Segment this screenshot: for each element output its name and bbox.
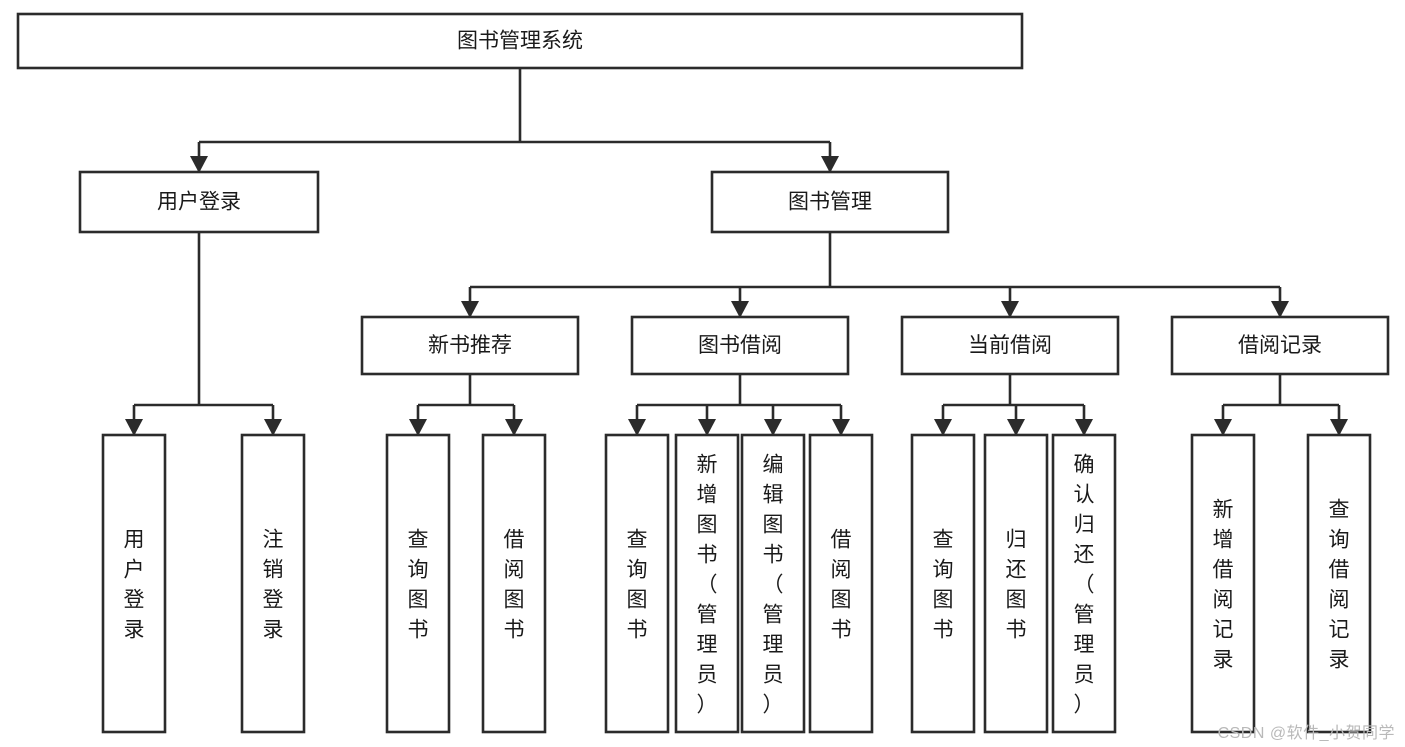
node-leaf-query-record[interactable]: 查询借阅记录 [1306, 433, 1372, 734]
node-user-login-label: 用户登录 [157, 191, 241, 214]
node-user-login[interactable]: 用户登录 [78, 170, 320, 234]
arrow-head-leaf-edit-book [764, 419, 782, 436]
node-leaf-confirm-return[interactable]: 确认归还（管理员） [1051, 433, 1117, 734]
node-leaf-add-record-label: 新增借阅记录 [1213, 499, 1234, 672]
node-layer: 图书管理系统用户登录图书管理新书推荐图书借阅当前借阅借阅记录用户登录注销登录查询… [16, 12, 1390, 734]
node-leaf-confirm-return-label: 确认归还（管理员） [1074, 454, 1095, 717]
arrow-head-leaf-borrow-book-1 [505, 419, 523, 436]
arrow-head-leaf-add-record [1214, 419, 1232, 436]
node-leaf-return-book[interactable]: 归还图书 [983, 433, 1049, 734]
arrow-head-borrow-record [1271, 301, 1289, 318]
node-leaf-user-logout-box [240, 433, 306, 734]
arrow-head-new-book-recommend [461, 301, 479, 318]
arrow-head-leaf-query-book-3 [934, 419, 952, 436]
node-leaf-add-book-label: 新增图书（管理员） [697, 454, 718, 717]
arrow-head-leaf-query-record [1330, 419, 1348, 436]
node-leaf-user-login-box [101, 433, 167, 734]
node-leaf-query-record-label: 查询借阅记录 [1329, 499, 1350, 672]
node-leaf-edit-book-label: 编辑图书（管理员） [763, 454, 784, 717]
node-leaf-borrow-book-1-box [481, 433, 547, 734]
node-borrow-record-label: 借阅记录 [1238, 334, 1322, 357]
arrow-head-leaf-add-book [698, 419, 716, 436]
node-leaf-add-record[interactable]: 新增借阅记录 [1190, 433, 1256, 734]
node-user-login-box [78, 170, 320, 234]
node-book-manage-label: 图书管理 [788, 191, 872, 214]
arrow-head-leaf-borrow-book-2 [832, 419, 850, 436]
arrow-head-current-borrow [1001, 301, 1019, 318]
node-leaf-borrow-book-2-label: 借阅图书 [831, 529, 852, 642]
arrow-head-leaf-user-login [125, 419, 143, 436]
node-new-book-recommend[interactable]: 新书推荐 [360, 315, 580, 376]
node-borrow-record[interactable]: 借阅记录 [1170, 315, 1390, 376]
arrow-head-leaf-user-logout [264, 419, 282, 436]
watermark-label: CSDN @软件_小贺同学 [1217, 725, 1395, 742]
node-current-borrow-box [900, 315, 1120, 376]
node-leaf-edit-book[interactable]: 编辑图书（管理员） [740, 433, 806, 734]
node-leaf-borrow-book-2[interactable]: 借阅图书 [808, 433, 874, 734]
node-book-borrow-box [630, 315, 850, 376]
node-leaf-query-book-3[interactable]: 查询图书 [910, 433, 976, 734]
node-new-book-recommend-label: 新书推荐 [428, 334, 512, 357]
node-leaf-user-login[interactable]: 用户登录 [101, 433, 167, 734]
connector-layer [125, 68, 1348, 436]
node-current-borrow[interactable]: 当前借阅 [900, 315, 1120, 376]
node-leaf-user-login-label: 用户登录 [124, 529, 145, 642]
node-root-box [16, 12, 1024, 70]
node-leaf-borrow-book-2-box [808, 433, 874, 734]
node-leaf-confirm-return-box [1051, 433, 1117, 734]
node-book-borrow[interactable]: 图书借阅 [630, 315, 850, 376]
node-borrow-record-box [1170, 315, 1390, 376]
arrow-head-book-manage [821, 156, 839, 173]
node-leaf-add-book[interactable]: 新增图书（管理员） [674, 433, 740, 734]
node-leaf-borrow-book-1[interactable]: 借阅图书 [481, 433, 547, 734]
node-book-manage-box [710, 170, 950, 234]
node-leaf-user-logout[interactable]: 注销登录 [240, 433, 306, 734]
node-leaf-add-book-box [674, 433, 740, 734]
arrow-head-leaf-return-book [1007, 419, 1025, 436]
node-leaf-user-logout-label: 注销登录 [263, 529, 284, 642]
node-root[interactable]: 图书管理系统 [16, 12, 1024, 70]
node-current-borrow-label: 当前借阅 [968, 334, 1052, 357]
node-leaf-borrow-book-1-label: 借阅图书 [504, 529, 525, 642]
node-leaf-query-book-1-label: 查询图书 [408, 529, 429, 642]
node-leaf-query-book-1-box [385, 433, 451, 734]
arrow-head-user-login [190, 156, 208, 173]
node-leaf-query-record-box [1306, 433, 1372, 734]
node-leaf-query-book-1[interactable]: 查询图书 [385, 433, 451, 734]
node-book-manage[interactable]: 图书管理 [710, 170, 950, 234]
node-leaf-query-book-2[interactable]: 查询图书 [604, 433, 670, 734]
node-leaf-query-book-3-label: 查询图书 [933, 529, 954, 642]
node-leaf-query-book-2-label: 查询图书 [627, 529, 648, 642]
node-leaf-query-book-2-box [604, 433, 670, 734]
arrow-head-leaf-query-book-1 [409, 419, 427, 436]
node-root-label: 图书管理系统 [457, 30, 583, 53]
node-book-borrow-label: 图书借阅 [698, 334, 782, 357]
node-leaf-edit-book-box [740, 433, 806, 734]
arrow-head-leaf-confirm-return [1075, 419, 1093, 436]
node-new-book-recommend-box [360, 315, 580, 376]
node-leaf-add-record-box [1190, 433, 1256, 734]
node-leaf-query-book-3-box [910, 433, 976, 734]
arrow-head-book-borrow [731, 301, 749, 318]
node-leaf-return-book-label: 归还图书 [1006, 529, 1027, 642]
arrow-head-leaf-query-book-2 [628, 419, 646, 436]
node-leaf-return-book-box [983, 433, 1049, 734]
